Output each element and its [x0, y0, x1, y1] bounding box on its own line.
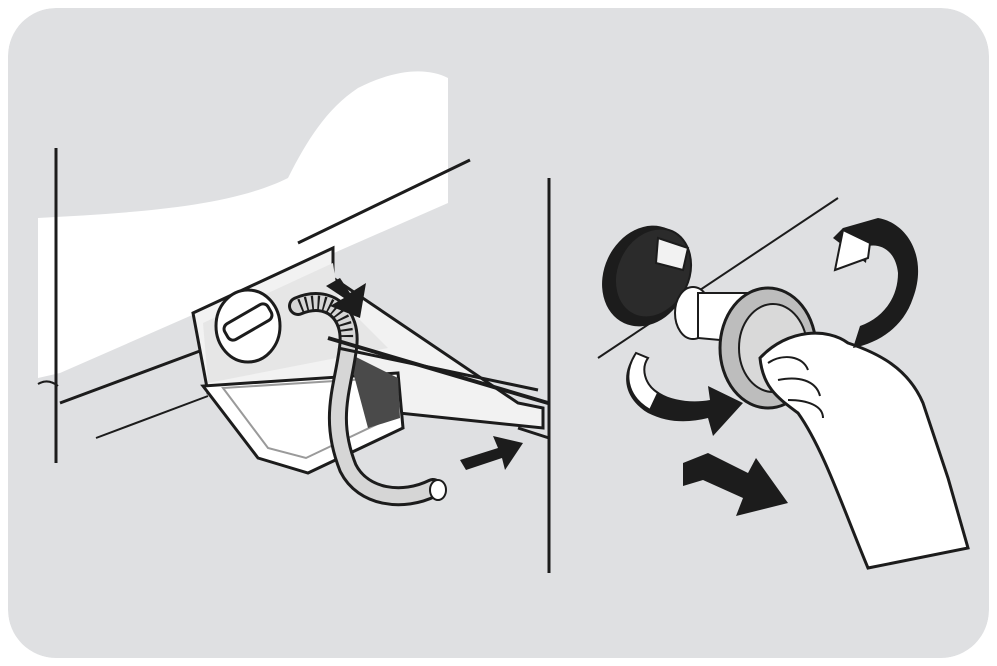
illustration-card [8, 8, 989, 658]
background [8, 8, 989, 658]
hose-end-plug [430, 480, 446, 500]
